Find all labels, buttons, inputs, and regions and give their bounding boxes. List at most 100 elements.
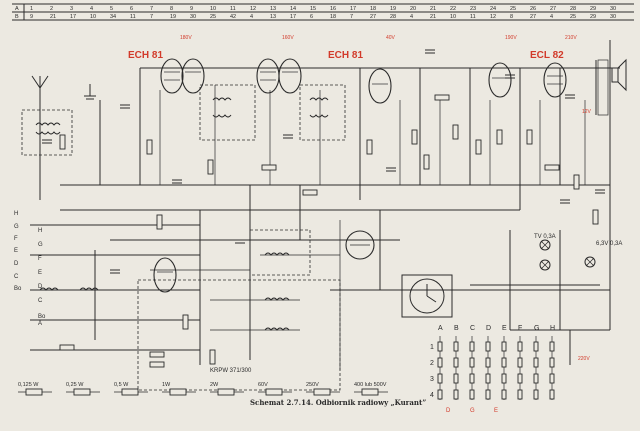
tube-ech81-1b	[181, 58, 205, 94]
switch-bottom-label: E	[494, 408, 498, 414]
axis-b-number: 21	[50, 14, 56, 20]
axis-b-number: 42	[230, 14, 236, 20]
axis-b-number: 30	[610, 14, 616, 20]
voltage-label: 160V	[282, 35, 294, 41]
lamp-label: 6,3V 0,3A	[596, 241, 622, 247]
switch-row-label: 2	[430, 360, 434, 367]
axis-b-number: 4	[410, 14, 413, 20]
clock-icon	[401, 274, 453, 318]
tube-ech81-2	[256, 58, 280, 94]
ground-icon	[84, 84, 96, 100]
left-terminal-label: F	[38, 256, 42, 262]
left-terminal-label: G	[38, 242, 43, 248]
tube-ech81-2b	[278, 58, 302, 94]
voltage-label: 190V	[505, 35, 517, 41]
axis-a-number: 4	[90, 6, 93, 12]
axis-a-number: 28	[570, 6, 576, 12]
legend-label: 0,5 W	[114, 382, 129, 388]
axis-a-number: 15	[310, 6, 316, 12]
block-label: KRPW 371/300	[210, 368, 252, 374]
axis-a-number: 5	[110, 6, 113, 12]
axis-a-number: 11	[230, 6, 236, 12]
axis-a-number: 10	[210, 6, 216, 12]
legend-label: 60V	[258, 382, 268, 388]
switch-column-label: E	[502, 325, 507, 332]
legend-label: 0,125 W	[18, 382, 39, 388]
axis-b-number: 21	[430, 14, 436, 20]
switch-column-label: H	[550, 325, 555, 332]
axis-b-number: 18	[330, 14, 336, 20]
caption: Schemat 2.7.14. Odbiornik radiowy „Kuran…	[250, 398, 426, 407]
axis-b-number: 10	[450, 14, 456, 20]
axis-a-number: 30	[610, 6, 616, 12]
axis-b-number: 27	[370, 14, 376, 20]
coils	[35, 59, 609, 331]
axis-a-number: 17	[350, 6, 356, 12]
axis-a-number: 2	[50, 6, 53, 12]
axis-a-number: 27	[550, 6, 556, 12]
switch-row-label: 4	[430, 392, 434, 399]
tube-oscillator	[153, 257, 177, 293]
capacitors	[42, 49, 605, 274]
left-terminal-label: D	[14, 261, 19, 267]
left-terminal-label: Bo	[14, 286, 22, 292]
tube-label-1: ECH 81	[128, 50, 163, 61]
legend-label: 0,25 W	[66, 382, 84, 388]
switch-column-label: F	[518, 325, 522, 332]
axis-b-number: 12	[490, 14, 496, 20]
axis-b-number: 7	[350, 14, 353, 20]
axis-b-number: 17	[70, 14, 76, 20]
axis-a-number: 7	[150, 6, 153, 12]
left-terminal-label: F	[14, 236, 18, 242]
axis-b-number: 27	[530, 14, 536, 20]
tube-label-2: ECH 81	[328, 50, 363, 61]
legend-label: 1W	[162, 382, 171, 388]
axis-b-number: 10	[90, 14, 96, 20]
axis-a-number: 29	[590, 6, 596, 12]
axis-a-number: 16	[330, 6, 336, 12]
axis-a-number: 1	[30, 6, 33, 12]
left-terminal-label: G	[14, 224, 19, 230]
axis-b-number: 9	[30, 14, 33, 20]
axis-a-number: 25	[510, 6, 516, 12]
shield-boundaries	[21, 84, 346, 391]
axis-a-number: 13	[270, 6, 276, 12]
left-terminal-label: C	[38, 298, 43, 304]
lamp-label: TV 0,3A	[534, 234, 556, 240]
tube-detector	[368, 68, 392, 104]
axis-b-number: 28	[390, 14, 396, 20]
switch-column-label: C	[470, 325, 475, 332]
switch-bottom-label: D	[446, 408, 451, 414]
axis-b-number: 17	[290, 14, 296, 20]
axis-b-number: 11	[130, 14, 136, 20]
axis-a-number: 19	[390, 6, 396, 12]
speaker-icon	[611, 58, 627, 92]
tube-ecl82-2	[543, 62, 567, 98]
mains-voltage-label: 220V	[578, 356, 590, 362]
axis-a-number: 20	[410, 6, 416, 12]
axis-a-number: 26	[530, 6, 536, 12]
tube-tuning-indicator	[345, 230, 375, 260]
left-terminal-label: C	[14, 274, 19, 280]
tube-ecl82-1	[488, 62, 512, 98]
voltage-label: 180V	[180, 35, 192, 41]
left-terminal-label: A	[38, 321, 42, 327]
switch-column-label: D	[486, 325, 491, 332]
tube-ech81-1	[160, 58, 184, 94]
axis-b-number: 6	[310, 14, 313, 20]
axis-b-number: 34	[110, 14, 116, 20]
switch-bottom-label: G	[470, 408, 475, 414]
row-a-label: A	[15, 6, 19, 12]
switch-row-label: 3	[430, 376, 434, 383]
legend-label: 250V	[306, 382, 319, 388]
left-terminal-label: Bo	[38, 314, 46, 320]
left-terminal-label: D	[38, 284, 43, 290]
axis-a-number: 23	[470, 6, 476, 12]
left-terminal-label: E	[14, 248, 18, 254]
